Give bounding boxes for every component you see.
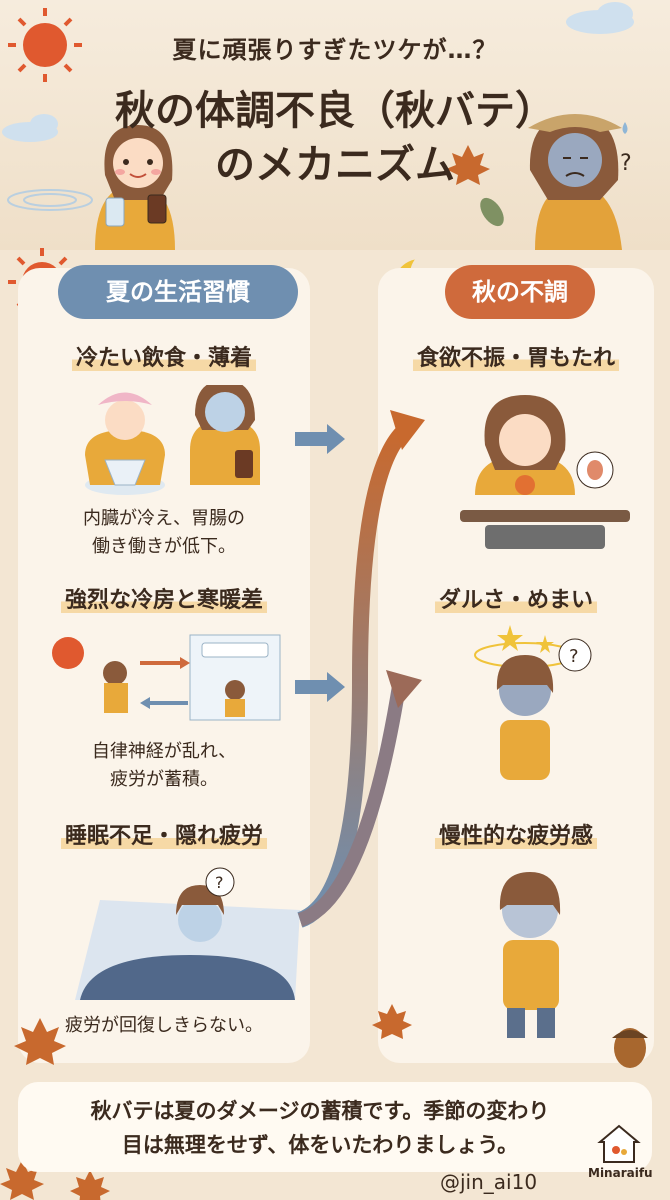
leaf-icon — [480, 197, 504, 227]
question-icon: ? — [569, 646, 579, 667]
right-heading-1: 食欲不振・胃もたれ — [385, 340, 647, 372]
footer-box — [18, 1082, 652, 1172]
star-icon — [536, 635, 554, 653]
girl-drinking-illustration — [95, 125, 175, 250]
right-heading-2: ダルさ・めまい — [385, 582, 647, 614]
left-desc-2-line1: 自律神経が乱れ、 — [91, 741, 237, 762]
page-title-line2: のメカニズム — [215, 142, 455, 188]
right-heading-3-text: 慢性的な疲労感 — [434, 824, 597, 849]
cold-food-illustration — [85, 385, 260, 495]
author-handle: @jin_ai10 — [440, 1170, 538, 1194]
flow-arrows — [295, 410, 425, 928]
arrow-right-1 — [295, 424, 345, 454]
left-desc-1: 内臓が冷え、胃腸の 働き働きが低下。 — [28, 505, 300, 561]
left-desc-3-line1: 疲労が回復しきらない。 — [65, 1015, 263, 1036]
dizziness-illustration: ? — [474, 625, 592, 780]
right-heading-1-text: 食欲不振・胃もたれ — [412, 346, 619, 371]
page-title: 秋の体調不良（秋バテ） — [115, 88, 555, 134]
left-heading-3-text: 睡眠不足・隠れ疲労 — [60, 824, 267, 849]
right-heading-3: 慢性的な疲労感 — [385, 818, 647, 850]
tired-person-illustration: ? — [528, 114, 632, 250]
left-desc-1-line1: 内臓が冷え、胃腸の — [83, 508, 245, 529]
left-desc-2: 自律神経が乱れ、 疲労が蓄積。 — [28, 738, 300, 794]
appetite-loss-illustration — [460, 395, 630, 549]
question-icon: ? — [620, 151, 632, 176]
cloud-icon — [2, 2, 634, 142]
left-heading-2-text: 強烈な冷房と寒暖差 — [60, 588, 267, 613]
aircon-illustration — [52, 634, 281, 721]
water-splash — [7, 189, 93, 211]
summer-habits-label: 夏の生活習慣 — [58, 265, 298, 319]
sun-icon — [8, 8, 82, 82]
star-icon — [497, 625, 523, 651]
left-heading-3: 睡眠不足・隠れ疲労 — [28, 818, 300, 850]
subtitle: 夏に頑張りすぎたツケが…？ — [172, 36, 498, 64]
right-heading-2-text: ダルさ・めまい — [434, 588, 597, 613]
left-desc-3: 疲労が回復しきらない。 — [28, 1012, 300, 1040]
left-heading-2: 強烈な冷房と寒暖差 — [28, 582, 300, 614]
question-icon: ? — [215, 873, 224, 892]
arrow-up-head — [390, 410, 425, 450]
left-desc-2-line2: 疲労が蓄積。 — [110, 769, 218, 790]
arrow-right-2 — [295, 672, 345, 702]
left-heading-1: 冷たい飲食・薄着 — [28, 340, 300, 372]
fatigue-illustration — [499, 872, 561, 1038]
footer-line2: 目は無理をせず、体をいたわりましょう。 — [121, 1133, 519, 1157]
sleep-illustration: ? — [75, 867, 300, 1000]
footer-line1: 秋バテは夏のダメージの蓄積です。季節の変わり — [90, 1099, 550, 1123]
left-heading-1-text: 冷たい飲食・薄着 — [71, 346, 256, 371]
brand-logo-text: Minaraifu — [588, 1166, 653, 1180]
autumn-ailments-label: 秋の不調 — [445, 265, 595, 319]
maple-leaf-icon — [446, 145, 490, 185]
footer-message: 秋バテは夏のダメージの蓄積です。季節の変わり 目は無理をせず、体をいたわりましょ… — [40, 1094, 600, 1162]
arrow-mid-head — [386, 670, 422, 708]
left-desc-1-line2: 働き働きが低下。 — [92, 536, 236, 557]
house-icon — [597, 1124, 641, 1163]
